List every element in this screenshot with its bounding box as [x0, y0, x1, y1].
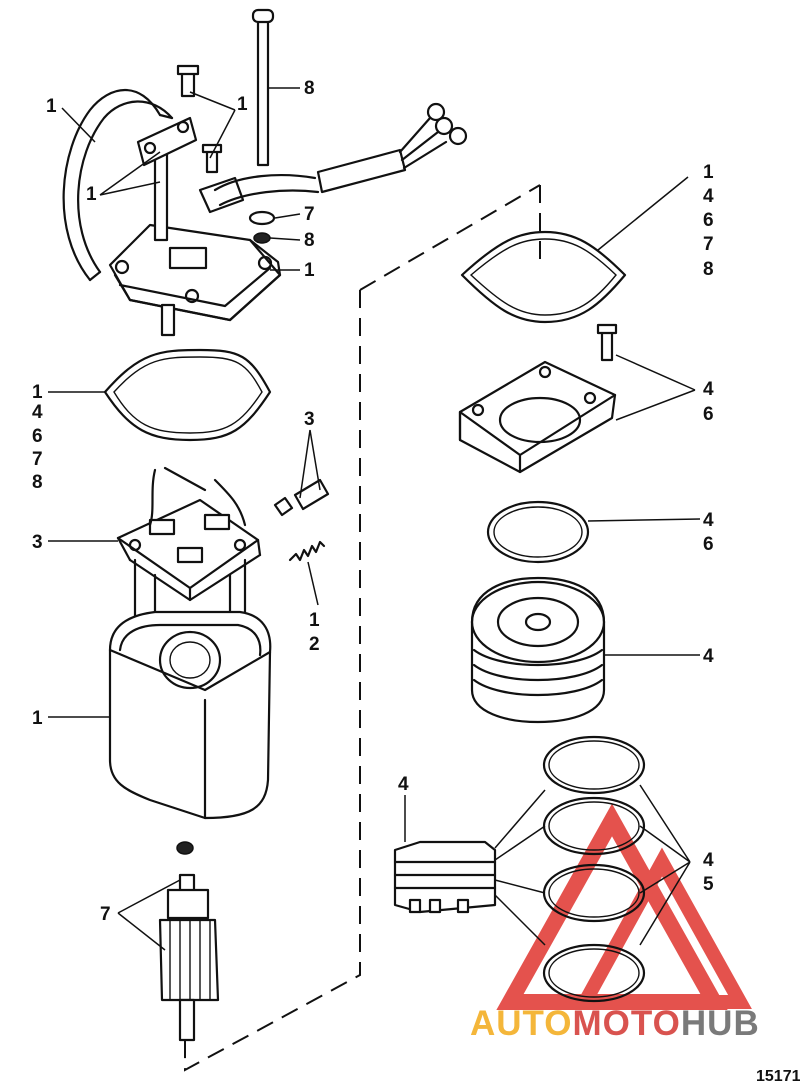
- callout-gasket-right-2: 4: [703, 186, 714, 207]
- callout-gasket-left-5: 8: [32, 472, 43, 493]
- left-gasket: [103, 348, 272, 442]
- callout-gasket-right-4: 7: [703, 234, 714, 255]
- valve-block: [393, 840, 497, 914]
- callout-cover-screws-left: 1: [86, 184, 97, 205]
- leader-lines: [48, 87, 701, 951]
- callout-spring-2: 2: [309, 634, 320, 655]
- callout-washer-7: 7: [304, 204, 315, 225]
- callout-end-plate-2: 6: [703, 404, 714, 425]
- callout-oring-2: 6: [703, 534, 714, 555]
- pump-body: [470, 576, 606, 724]
- callout-armature: 7: [100, 904, 111, 925]
- callout-gasket-left-4: 7: [32, 449, 43, 470]
- callout-gasket-right-1: 1: [703, 162, 714, 183]
- seal-rings: [542, 735, 646, 1003]
- callout-valve-block: 4: [398, 774, 409, 795]
- callout-gasket-right-5: 8: [703, 259, 714, 280]
- callout-cover-bolt: 8: [304, 78, 315, 99]
- motor-frame: [108, 610, 272, 820]
- callout-cover-harness: 1: [46, 96, 57, 117]
- callout-washer-8: 8: [304, 230, 315, 251]
- callout-gasket-left-3: 6: [32, 426, 43, 447]
- end-plate-oring: [486, 500, 590, 564]
- end-plate: [458, 323, 618, 474]
- brush-plate-assembly: [116, 466, 262, 642]
- watermark-logo: [496, 803, 752, 1010]
- callout-spring-1: 1: [309, 610, 320, 631]
- diagram-number: 15171: [756, 1068, 800, 1085]
- callout-labels: 1 1 1 8 7 8 1 1 4 6 7 8 1 4 6 7 8 3 3 1 …: [32, 78, 714, 925]
- callout-seals-1: 4: [703, 850, 714, 871]
- callout-end-plate-1: 4: [703, 379, 714, 400]
- right-gasket: [460, 230, 627, 324]
- assembly-dashed-line: [184, 184, 541, 1072]
- callout-oring-1: 4: [703, 510, 714, 531]
- callout-cover-screws: 1: [237, 94, 248, 115]
- watermark-text: AUTOMOTOHUB: [470, 1004, 760, 1043]
- callout-pump-body: 4: [703, 646, 714, 667]
- callout-gasket-left-2: 4: [32, 402, 43, 423]
- brush-spring: [288, 540, 326, 562]
- top-cover-assembly: [62, 8, 468, 337]
- callout-gasket-left-1: 1: [32, 382, 43, 403]
- callout-cover-right: 1: [304, 260, 315, 281]
- callout-brush-plate: 3: [32, 532, 43, 553]
- callout-gasket-right-3: 6: [703, 210, 714, 231]
- callout-seals-2: 5: [703, 874, 714, 895]
- armature: [158, 841, 220, 1042]
- callout-brushes: 3: [304, 409, 315, 430]
- callout-frame: 1: [32, 708, 43, 729]
